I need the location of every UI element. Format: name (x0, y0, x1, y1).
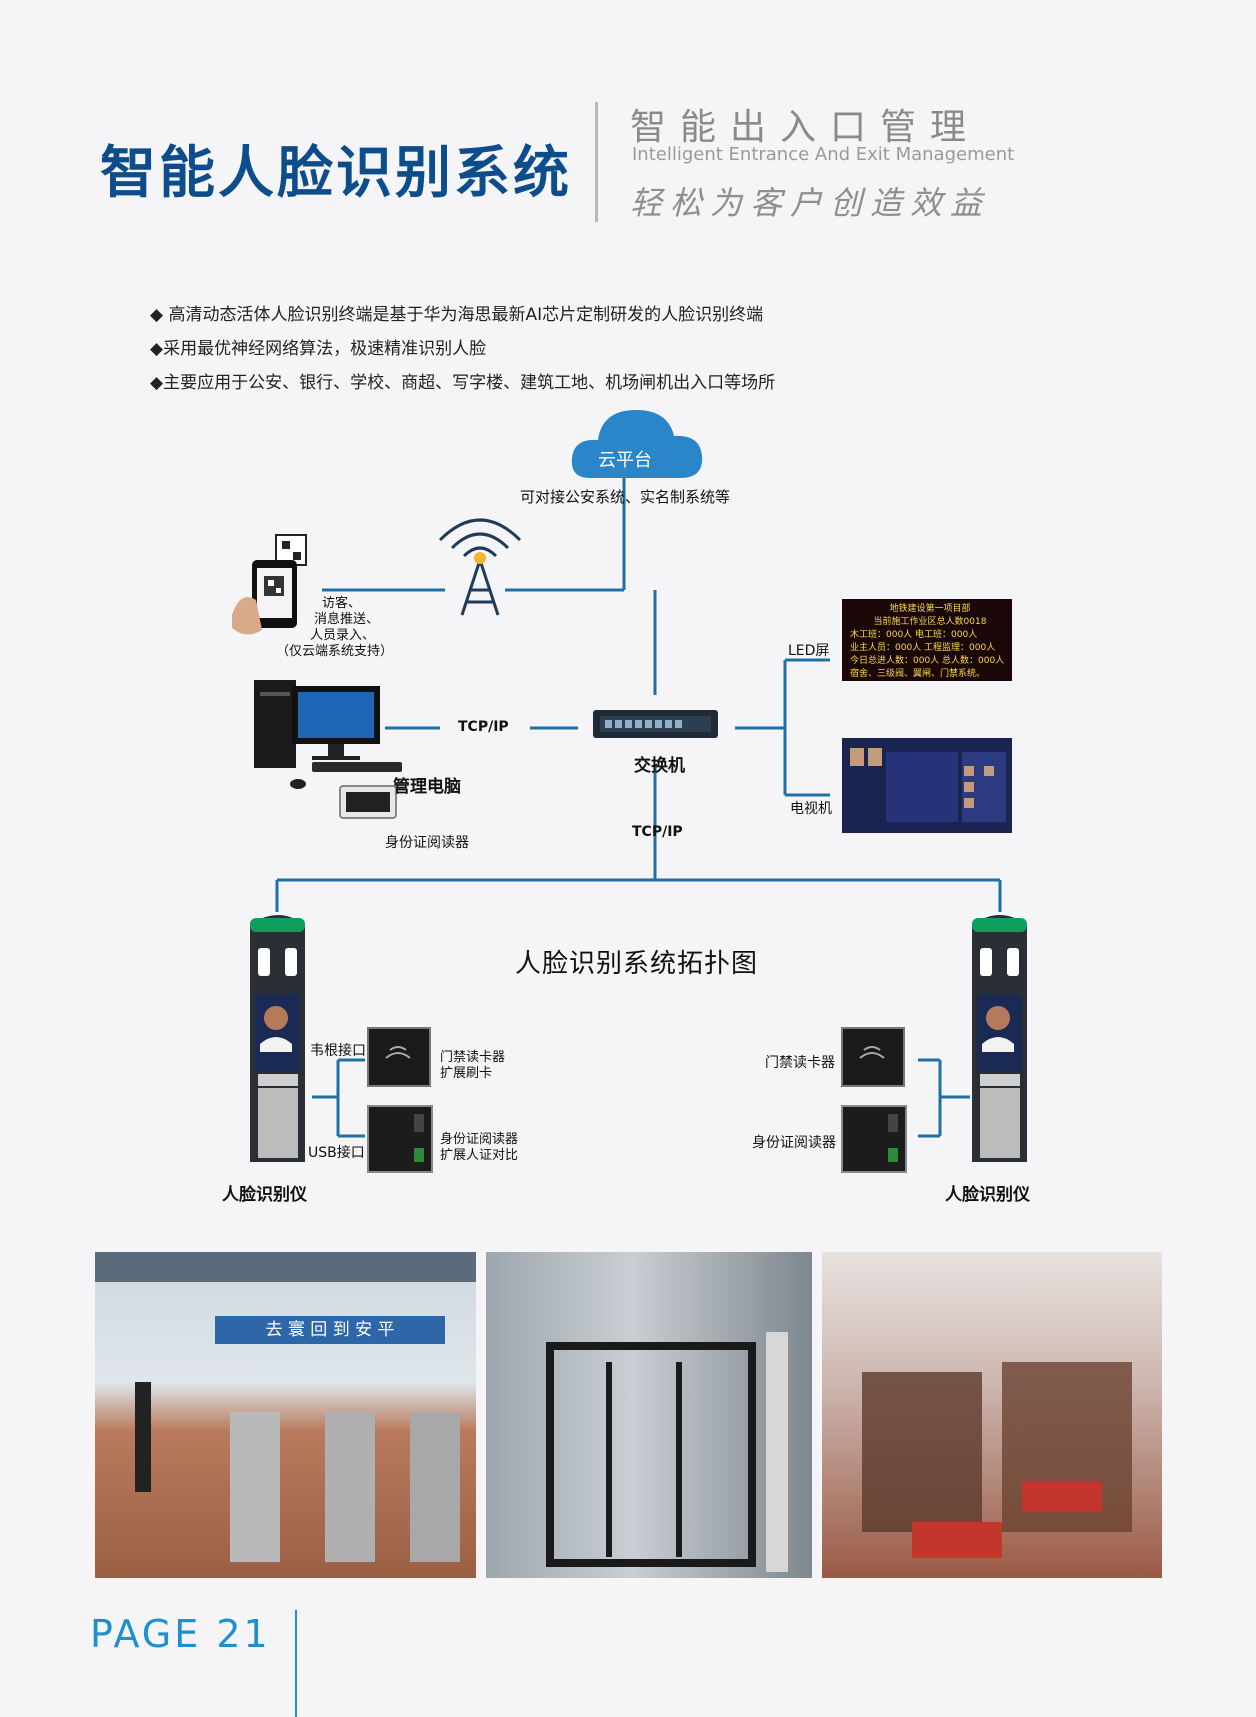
face-terminal-right-icon (972, 915, 1027, 1162)
id-reader-left-label-2: 扩展人证对比 (440, 1148, 519, 1163)
led-line: 木工班：000人 电工班：000人 (850, 630, 978, 640)
led-line: 宿舍、三级阀、翼闸、门禁系统。 (850, 669, 986, 679)
network-switch-icon (593, 710, 718, 738)
id-reader-right-icon (841, 1105, 907, 1173)
face-terminal-left-icon (250, 915, 305, 1162)
photo-swing-gate (486, 1252, 812, 1578)
id-reader-label: 身份证阅读器 (385, 835, 469, 851)
slogan: 轻松为客户创造效益 (630, 184, 991, 222)
card-reader-left-icon (367, 1027, 431, 1087)
tv-screen-icon (842, 738, 1012, 833)
flap-gate-body (862, 1372, 982, 1532)
card-reader-left-label-1: 门禁读卡器 (440, 1050, 506, 1065)
page-title: 智能人脸识别系统 (100, 141, 572, 206)
site-sign: 去 寰 回 到 安 平 (215, 1316, 445, 1344)
entrance-floor-mark (1022, 1482, 1102, 1512)
card-reader-left-label-2: 扩展刷卡 (440, 1066, 493, 1081)
tv-label: 电视机 (790, 801, 832, 817)
diagram-title: 人脸识别系统拓扑图 (515, 949, 759, 979)
computer-icon (254, 680, 402, 819)
cloud-label: 云平台 (598, 450, 652, 471)
id-reader-right-label: 身份证阅读器 (752, 1135, 836, 1151)
wiegand-label: 韦根接口 (310, 1043, 366, 1059)
gate-bar (676, 1362, 682, 1557)
bullet-item: ◆ 高清动态活体人脸识别终端是基于华为海思最新AI芯片定制研发的人脸识别终端 (150, 305, 764, 325)
photo-flap-gates (822, 1252, 1162, 1578)
led-screen-icon (842, 599, 1012, 681)
face-terminal-post (766, 1332, 788, 1572)
tcp-ip-left-label: TCP/IP (458, 719, 509, 735)
entrance-floor-mark (912, 1522, 1002, 1558)
connection-lines (275, 470, 1002, 1138)
footer-divider (295, 1610, 297, 1717)
phone-qr-icon (232, 534, 307, 635)
phone-caption-3: 人员录入、 (310, 628, 376, 643)
turnstile-post (135, 1382, 151, 1492)
turnstile-body (230, 1412, 280, 1562)
card-reader-right-label: 门禁读卡器 (765, 1055, 835, 1071)
led-line: 业主人员：000人 工程监理：000人 (850, 643, 996, 653)
bullet-item: ◆采用最优神经网络算法，极速精准识别人脸 (150, 339, 487, 359)
phone-caption-1: 访客、 (322, 596, 362, 611)
led-line: 今日总进人数：000人 总人数：000人 (850, 656, 1005, 666)
led-line: 当前施工作业区总人数0018 (873, 617, 987, 627)
photo-construction-site: 去 寰 回 到 安 平 (95, 1252, 476, 1578)
gate-bar (606, 1362, 612, 1557)
id-reader-left-label-1: 身份证阅读器 (440, 1132, 519, 1147)
bullet-item: ◆主要应用于公安、银行、学校、商超、写字楼、建筑工地、机场闸机出入口等场所 (150, 373, 776, 393)
cloud-caption: 可对接公安系统、实名制系统等 (520, 488, 731, 506)
id-reader-left-icon (367, 1105, 433, 1173)
gate-frame (546, 1342, 756, 1567)
pc-label: 管理电脑 (393, 777, 461, 797)
switch-label: 交换机 (634, 756, 685, 776)
right-device-label: 人脸识别仪 (945, 1185, 1030, 1205)
turnstile-body (325, 1412, 375, 1562)
subtitle-en: Intelligent Entrance And Exit Management (632, 144, 1015, 165)
cloud-icon (571, 410, 703, 478)
led-line: 地铁建设第一项目部 (889, 604, 971, 614)
led-label: LED屏 (788, 643, 830, 659)
usb-label: USB接口 (308, 1145, 365, 1161)
tcp-ip-bottom-label: TCP/IP (632, 824, 683, 840)
subtitle-cn: 智能出入口管理 (630, 107, 981, 148)
canopy-roof (95, 1252, 476, 1282)
led-screen-text: 地铁建设第一项目部 当前施工作业区总人数0018 木工班：000人 电工班：00… (850, 603, 1010, 681)
phone-caption-4: （仅云端系统支持） (276, 644, 394, 659)
card-reader-right-icon (841, 1027, 905, 1087)
turnstile-body (410, 1412, 460, 1562)
page-number: PAGE 21 (90, 1612, 271, 1656)
signal-tower-icon (438, 518, 522, 616)
header-divider (595, 102, 598, 222)
left-device-label: 人脸识别仪 (222, 1185, 307, 1205)
phone-caption-2: 消息推送、 (314, 612, 380, 627)
